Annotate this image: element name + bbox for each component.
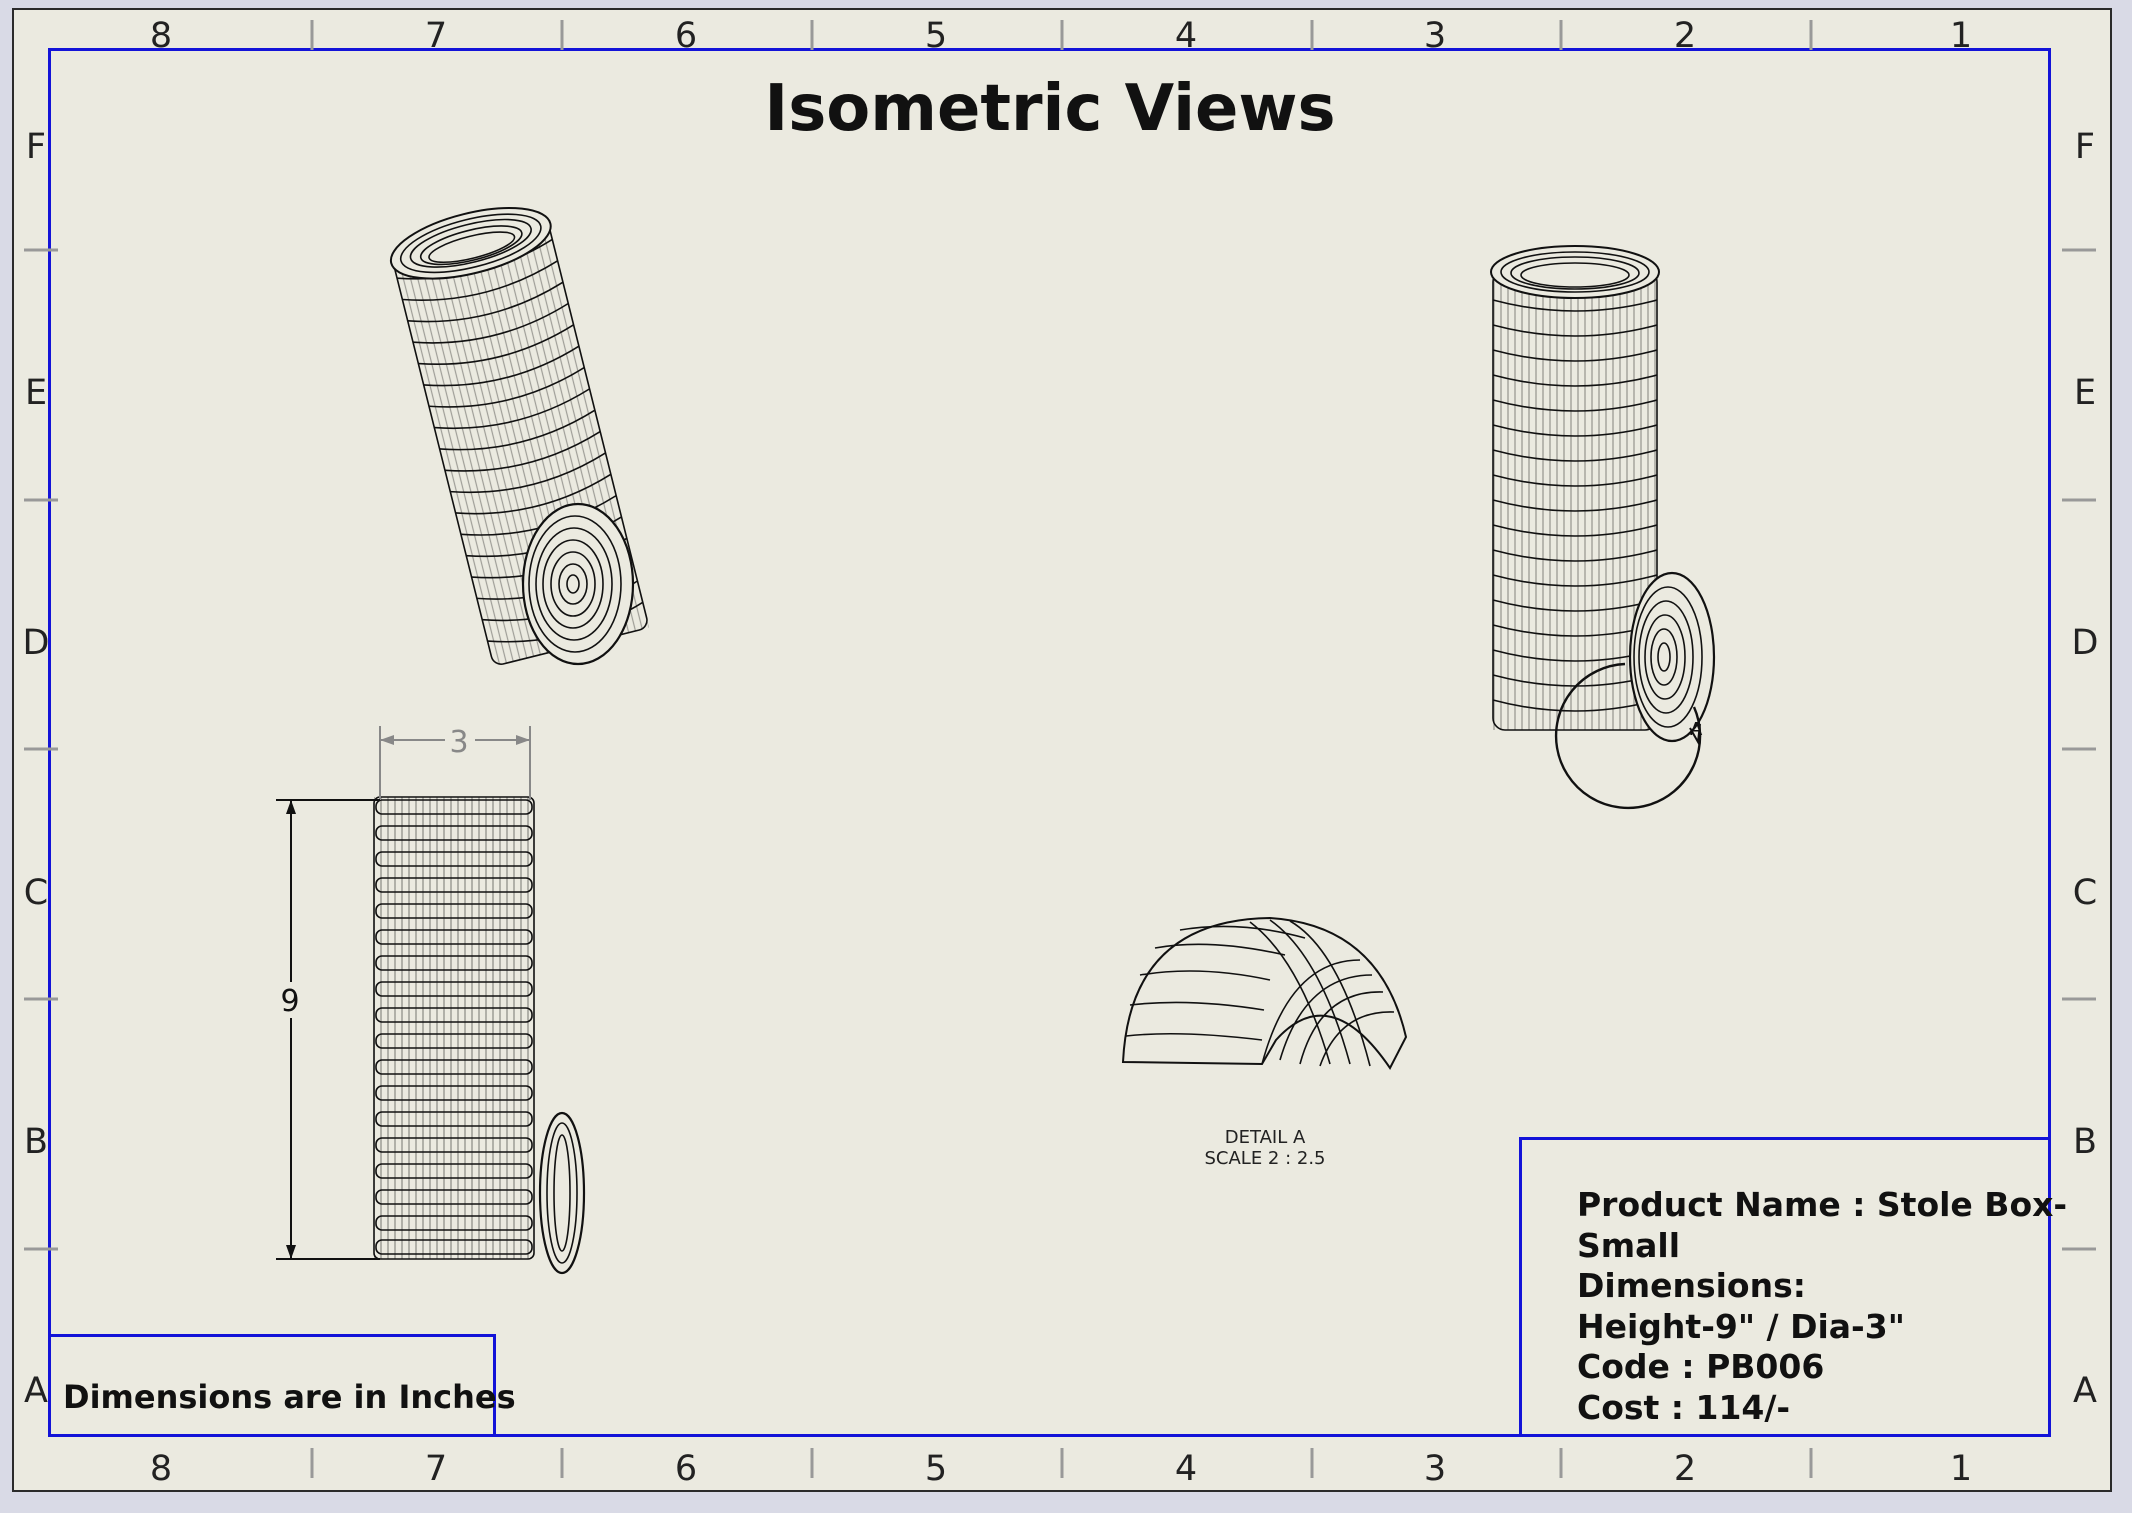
detail-view: [1121, 916, 1408, 1070]
product-name-line: Product Name : Stole Box-: [1577, 1185, 2068, 1224]
row-label-left-C: C: [23, 873, 49, 913]
column-label-bottom-2: 2: [1673, 1449, 1697, 1489]
zone-ticks: [24, 20, 2096, 1478]
column-label-bottom-7: 7: [424, 1449, 448, 1489]
units-note: Dimensions are in Inches: [63, 1378, 516, 1416]
sheet-title: Isometric Views: [764, 72, 1336, 146]
column-label-top-2: 2: [1673, 16, 1697, 56]
height-dimension: [276, 799, 380, 1260]
row-label-right-C: C: [2072, 873, 2098, 913]
title-block-text: Product Name : Stole Box- Small Dimensio…: [1577, 1185, 2068, 1428]
product-code: Code : PB006: [1577, 1347, 1825, 1386]
row-label-left-A: A: [24, 1371, 48, 1411]
row-label-right-B: B: [2072, 1122, 2097, 1162]
row-label-left-B: B: [23, 1122, 48, 1162]
iso-view-left-lid: [521, 502, 635, 666]
column-label-top-8: 8: [149, 16, 173, 56]
dimensions-value: Height-9" / Dia-3": [1577, 1306, 1905, 1346]
column-label-bottom-3: 3: [1423, 1449, 1447, 1489]
detail-scale: SCALE 2 : 2.5: [1204, 1148, 1326, 1169]
height-dimension-value: 9: [280, 984, 299, 1019]
column-label-top-1: 1: [1949, 16, 1973, 56]
drawing-sheet: [12, 8, 2112, 1492]
row-label-right-A: A: [2073, 1371, 2097, 1411]
column-label-top-4: 4: [1174, 16, 1198, 56]
width-dimension: [379, 726, 531, 800]
column-label-bottom-5: 5: [924, 1449, 948, 1489]
column-label-top-5: 5: [924, 16, 948, 56]
column-label-bottom-1: 1: [1949, 1449, 1973, 1489]
column-label-top-6: 6: [674, 16, 698, 56]
row-label-left-E: E: [24, 373, 48, 413]
column-label-top-3: 3: [1423, 16, 1447, 56]
column-label-bottom-6: 6: [674, 1449, 698, 1489]
detail-marker: A: [1690, 719, 1703, 740]
row-label-right-E: E: [2073, 373, 2097, 413]
dimensions-heading: Dimensions:: [1577, 1266, 1806, 1305]
front-view: [373, 796, 586, 1275]
column-label-bottom-4: 4: [1174, 1449, 1198, 1489]
column-label-top-7: 7: [424, 16, 448, 56]
column-label-bottom-8: 8: [149, 1449, 173, 1489]
iso-view-right: [1490, 245, 1716, 810]
row-label-right-F: F: [2074, 127, 2096, 167]
drawing-border: [48, 48, 2051, 1437]
detail-title: DETAIL A: [1224, 1127, 1306, 1148]
row-label-left-F: F: [25, 127, 47, 167]
units-note-box: [48, 1334, 496, 1437]
detail-label: DETAIL A SCALE 2 : 2.5: [1180, 1127, 1350, 1169]
product-name-line-2: Small: [1577, 1225, 1681, 1265]
width-dimension-value: 3: [449, 725, 468, 760]
row-label-right-D: D: [2071, 623, 2099, 663]
row-label-left-D: D: [22, 623, 50, 663]
title-block: [1519, 1137, 2051, 1437]
product-cost: Cost : 114/-: [1577, 1387, 1791, 1427]
